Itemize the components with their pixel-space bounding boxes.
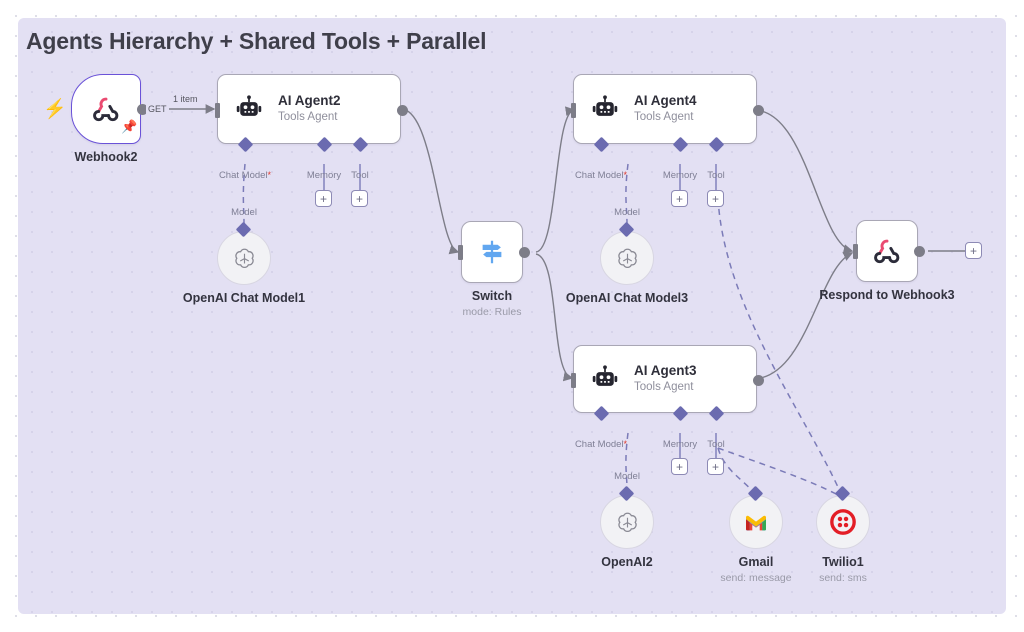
ai-agent2-tool-label: Tool — [351, 170, 369, 181]
ai-agent3-tool-label: Tool — [707, 439, 725, 450]
twilio1-subcaption: send: sms — [819, 572, 867, 584]
openai2-caption: OpenAI2 — [601, 555, 653, 569]
ai-agent3-input-port[interactable] — [571, 373, 576, 388]
page-title: Agents Hierarchy + Shared Tools + Parall… — [26, 28, 487, 54]
gmail-caption: Gmail — [738, 555, 774, 569]
node-ai-agent3[interactable]: AI Agent3 Tools Agent — [571, 345, 764, 422]
required-marker-icon: * — [623, 170, 628, 180]
ai-agent4-text: AI Agent4 Tools Agent — [634, 93, 697, 124]
lightning-bolt-icon: ⚡ — [43, 99, 67, 120]
twilio1-caption: Twilio1 — [822, 555, 864, 569]
switch-caption: Switch — [471, 289, 513, 303]
node-switch[interactable]: Switch mode: Rules — [458, 221, 530, 318]
agent3-tool-add-button[interactable]: + — [707, 458, 724, 475]
respond-to-webhook3-input-port[interactable] — [853, 244, 858, 259]
respond-to-webhook3-caption: Respond to Webhook3 — [819, 288, 955, 302]
node-webhook2[interactable]: ⚡ 📌 Webhook2 — [43, 74, 148, 164]
agent2-memory-add-button[interactable]: + — [315, 190, 332, 207]
robot-icon — [592, 95, 618, 116]
respond-to-webhook3-body[interactable] — [856, 220, 918, 282]
ai-agent4-tool-label: Tool — [707, 170, 725, 181]
edge-label-item-count: 1 item — [171, 94, 200, 104]
gmail-body[interactable] — [729, 495, 783, 549]
node-ai-agent4[interactable]: AI Agent4 Tools Agent — [571, 74, 764, 153]
switch-signpost-icon — [482, 240, 502, 264]
ai-agent4-title: AI Agent4 — [634, 93, 697, 109]
ai-agent4-subtitle: Tools Agent — [634, 111, 694, 124]
node-openai-chat-model3[interactable]: Model OpenAI Chat Model3 — [566, 207, 688, 305]
agent3-memory-add-button[interactable]: + — [671, 458, 688, 475]
ai-agent2-memory-label: Memory — [306, 170, 342, 181]
ai-agent2-subtitle: Tools Agent — [278, 111, 338, 124]
node-ai-agent2[interactable]: AI Agent2 Tools Agent — [215, 74, 408, 153]
respond-to-webhook3-output-port[interactable] — [914, 246, 925, 257]
required-marker-icon: * — [267, 170, 272, 180]
ai-agent3-text: AI Agent3 Tools Agent — [634, 363, 697, 394]
node-gmail[interactable]: Gmail send: message — [720, 485, 792, 584]
ai-agent2-title: AI Agent2 — [278, 93, 341, 109]
ai-agent4-input-port[interactable] — [571, 103, 576, 118]
agent4-memory-add-button[interactable]: + — [671, 190, 688, 207]
twilio-icon — [830, 509, 856, 535]
openai-chat-model1-body[interactable] — [217, 231, 271, 285]
openai-chat-model3-body[interactable] — [600, 231, 654, 285]
connection-layer — [143, 104, 966, 497]
twilio1-body[interactable] — [816, 495, 870, 549]
switch-body[interactable] — [461, 221, 523, 283]
openai-chat-model3-port-label: Model — [614, 207, 640, 218]
ai-agent3-title: AI Agent3 — [634, 363, 697, 379]
webhook-icon — [93, 97, 119, 122]
workflow-canvas[interactable]: Agents Hierarchy + Shared Tools + Parall… — [18, 18, 1006, 614]
label-text: Chat Model — [574, 439, 624, 450]
webhook2-output-port[interactable] — [137, 104, 148, 115]
openai-chat-model1-port-label: Model — [231, 207, 257, 218]
agent4-tool-add-button[interactable]: + — [707, 190, 724, 207]
edge-label-method: GET — [146, 104, 169, 114]
ai-agent3-chat-model-label: Chat Model* — [575, 439, 627, 450]
ai-agent3-memory-label: Memory — [662, 439, 698, 450]
required-marker-icon: * — [623, 439, 628, 449]
openai-icon — [617, 248, 637, 268]
pin-icon: 📌 — [121, 119, 138, 134]
openai-chat-model3-caption: OpenAI Chat Model3 — [565, 291, 689, 305]
label-text: Chat Model — [574, 170, 624, 181]
webhook-icon — [874, 239, 900, 264]
label-text: Chat Model — [218, 170, 268, 181]
agent2-tool-add-button[interactable]: + — [351, 190, 368, 207]
ai-agent4-memory-label: Memory — [662, 170, 698, 181]
ai-agent2-text: AI Agent2 Tools Agent — [278, 93, 341, 124]
openai-icon — [234, 248, 254, 268]
ai-agent3-output-port[interactable] — [753, 375, 764, 386]
robot-icon — [236, 95, 262, 116]
ai-agent4-output-port[interactable] — [753, 105, 764, 116]
node-openai2[interactable]: Model OpenAI2 — [600, 471, 654, 569]
node-openai-chat-model1[interactable]: Model OpenAI Chat Model1 — [183, 207, 305, 305]
ai-agent4-chat-model-label: Chat Model* — [575, 170, 627, 181]
respond-webhook3-add-button[interactable]: + — [965, 242, 982, 259]
ai-agent2-output-port[interactable] — [397, 105, 408, 116]
node-twilio1[interactable]: Twilio1 send: sms — [816, 485, 870, 584]
robot-icon — [592, 365, 618, 386]
switch-output-port[interactable] — [519, 247, 530, 258]
openai2-body[interactable] — [600, 495, 654, 549]
switch-input-port[interactable] — [458, 245, 463, 260]
ai-agent3-subtitle: Tools Agent — [634, 381, 694, 394]
openai2-port-label: Model — [614, 471, 640, 482]
gmail-subcaption: send: message — [720, 572, 792, 584]
node-respond-to-webhook3[interactable]: Respond to Webhook3 — [819, 220, 955, 302]
gmail-icon — [746, 515, 766, 531]
ai-agent2-input-port[interactable] — [215, 103, 220, 118]
webhook2-caption: Webhook2 — [74, 150, 138, 164]
openai-chat-model1-caption: OpenAI Chat Model1 — [182, 291, 306, 305]
switch-subcaption: mode: Rules — [462, 306, 522, 318]
openai-icon — [617, 512, 637, 532]
ai-agent2-chat-model-label: Chat Model* — [219, 170, 271, 181]
